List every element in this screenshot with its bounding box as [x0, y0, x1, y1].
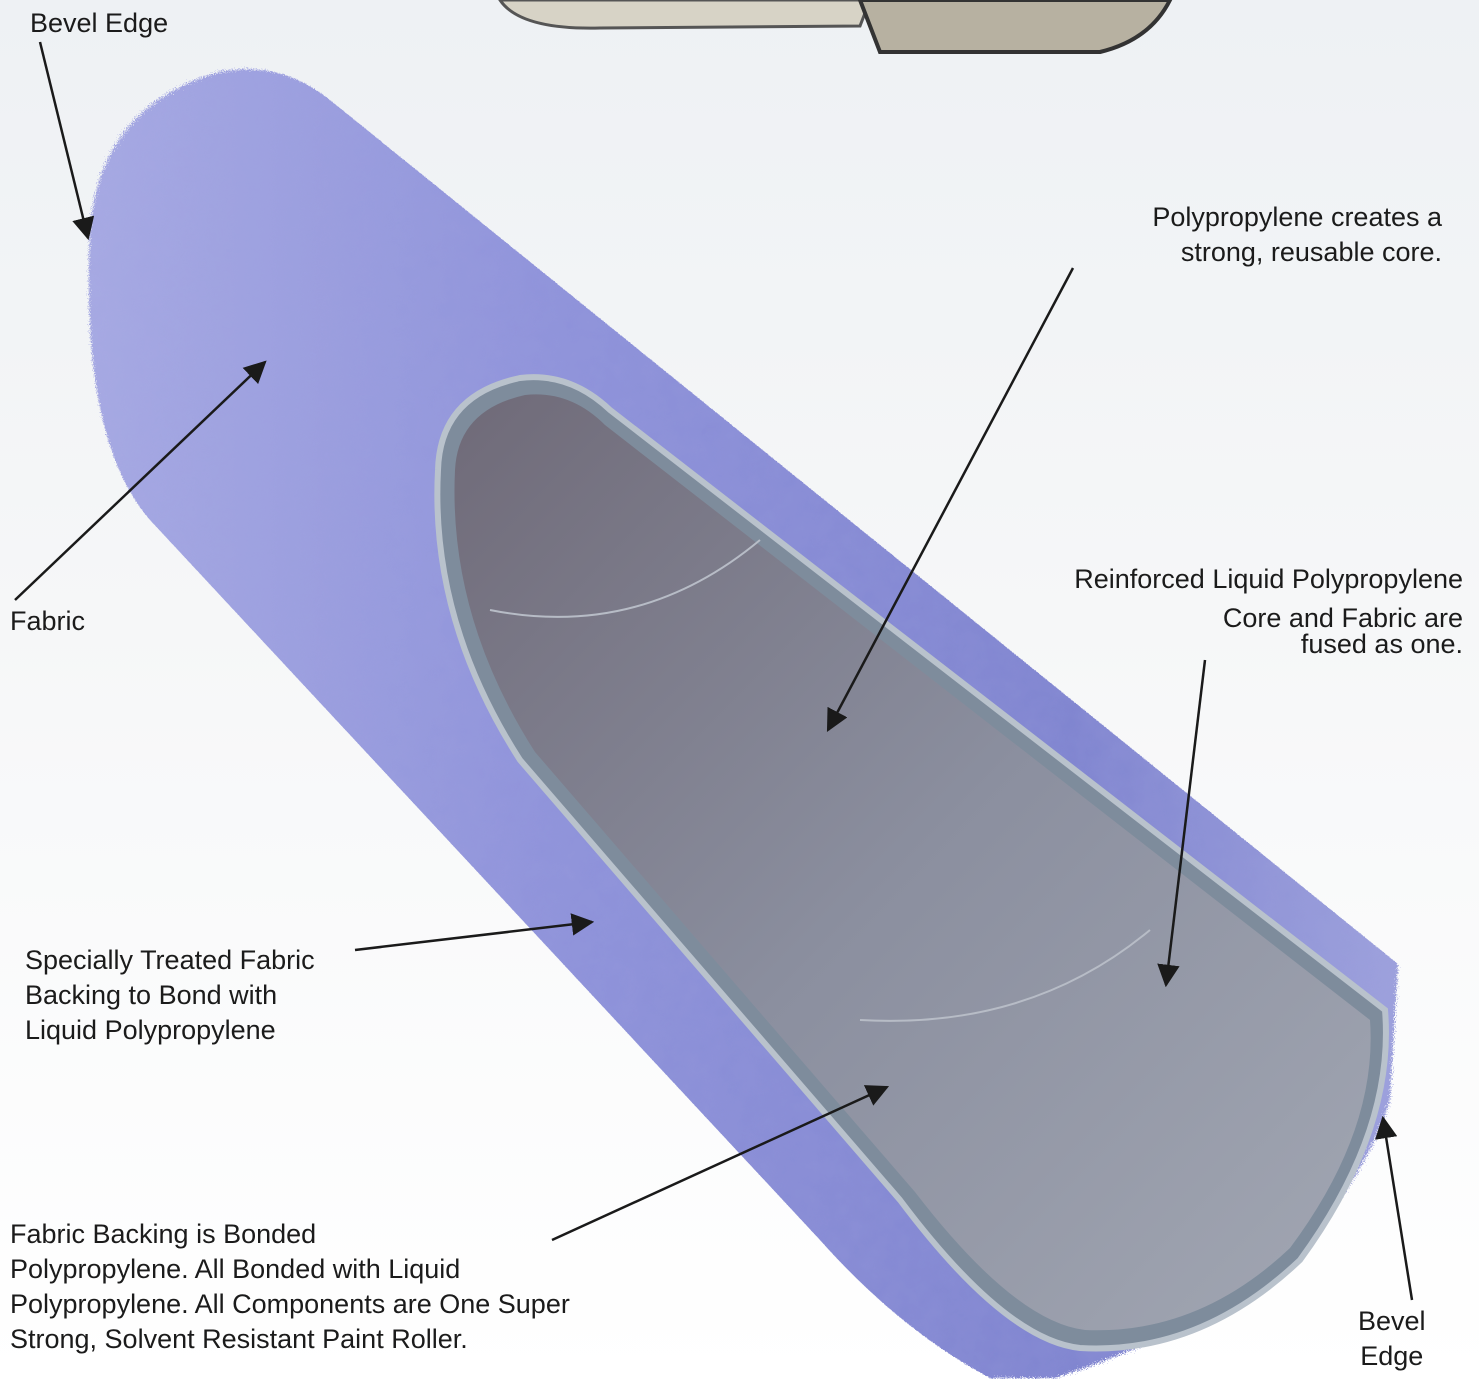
label-bonded-backing: Fabric Backing is Bonded Polypropylene. … [10, 1217, 570, 1357]
label-reinforced: Reinforced Liquid Polypropylene [1074, 562, 1463, 597]
label-treated-backing: Specially Treated Fabric Backing to Bond… [25, 943, 315, 1048]
arrow-bevel-edge-bottom [1383, 1118, 1412, 1300]
brand-logo [500, 0, 1170, 52]
arrow-bevel-edge-top [40, 42, 88, 238]
label-bevel-edge-top: Bevel Edge [30, 6, 168, 41]
label-fused: Core and Fabric are fused as one. [1223, 605, 1463, 657]
label-fabric: Fabric [10, 604, 85, 639]
label-bevel-edge-bottom: Bevel Edge [1358, 1304, 1426, 1374]
label-core-title: Polypropylene creates a strong, reusable… [1152, 200, 1442, 270]
